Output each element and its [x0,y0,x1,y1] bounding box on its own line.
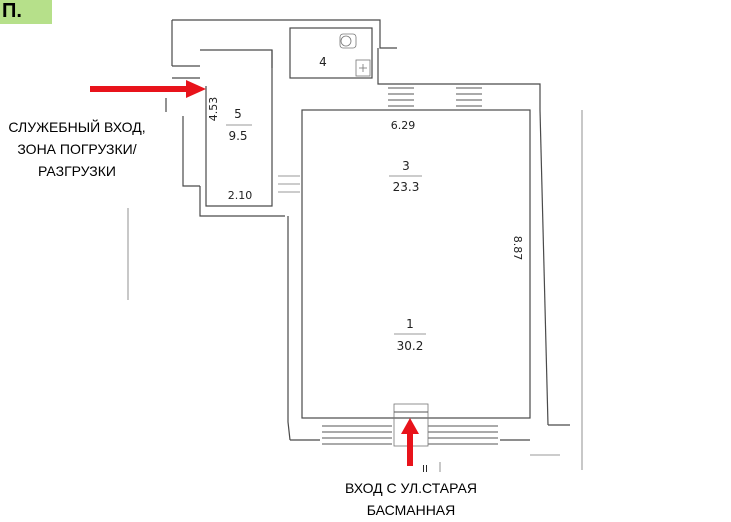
corner-tag-bg [0,0,52,24]
room-3-number: 3 [402,159,410,173]
main-entrance-arrow [401,418,419,466]
main-entrance-label-line-2: БАСМАННАЯ [367,502,456,518]
room-5-height-dim: 4.53 [207,97,220,122]
room-5-width-dim: 2.10 [228,189,253,202]
door-mark: II [422,464,428,475]
main-hall: 6.29 3 23.3 8.87 1 30.2 [278,109,531,419]
top-width-dim: 6.29 [391,119,416,132]
room-5: 5 9.5 4.53 2.10 [200,49,273,207]
service-entrance-label-line-1: СЛУЖЕБНЫЙ ВХОД, [8,118,145,135]
side-length-dim: 8.87 [511,236,524,261]
top-stairs [388,87,482,107]
room-5-area: 9.5 [228,129,247,143]
outer-walls [127,19,583,472]
room-3-area: 23.3 [393,180,420,194]
room-1-number: 1 [406,317,414,331]
main-entrance-label-line-1: ВХОД С УЛ.СТАРАЯ [345,480,477,496]
service-entrance-arrow [90,80,206,98]
room-5-number: 5 [234,107,242,121]
room-4-number: 4 [319,55,327,69]
room-1-area: 30.2 [397,339,424,353]
room-4: 4 [289,27,373,79]
corner-tag-text: П. [2,0,22,22]
service-entrance-label-line-3: РАЗГРУЗКИ [38,163,116,179]
service-entrance-label-line-2: ЗОНА ПОГРУЗКИ/ [17,141,136,157]
bottom-stairs [322,403,498,447]
